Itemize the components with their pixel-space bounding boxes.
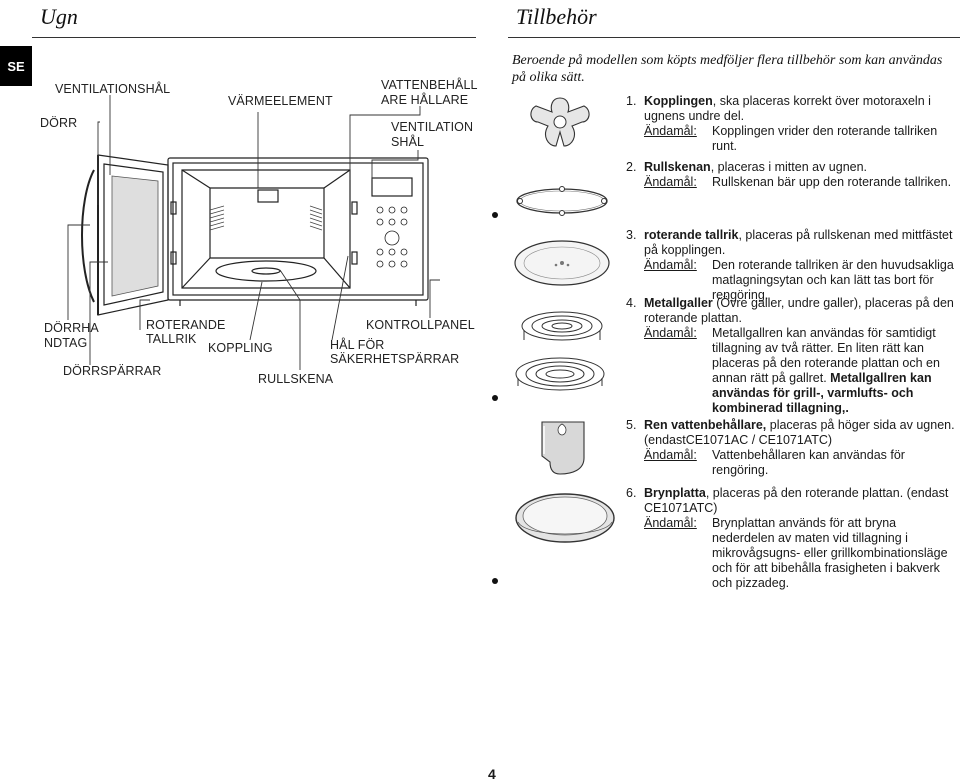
accessory-item-4: 4. Metallgaller (Övre galler, undre gall… (626, 296, 956, 416)
label-ventilation-holes: VENTILATIONSHÅL (55, 82, 171, 96)
label-turntable-2: TALLRIK (146, 332, 197, 346)
metal-rack-image (515, 311, 605, 391)
item-number: 1. (626, 94, 637, 108)
bullet-dot (492, 395, 498, 401)
item-purpose: Den roterande tallriken är den huvudsakl… (712, 258, 954, 302)
header-left: Ugn (32, 0, 476, 38)
accessories-intro: Beroende på modellen som köpts medföljer… (512, 53, 943, 85)
page-number: 4 (488, 766, 496, 782)
item-desc: (Övre galler, undre galler), placeras på… (644, 296, 954, 325)
label-door-latches: DÖRRSPÄRRAR (63, 364, 162, 378)
item-number: 4. (626, 296, 637, 310)
item-purpose: Rullskenan bär upp den roterande tallrik… (712, 175, 952, 189)
accessory-item-2: 2. Rullskenan, placeras i mitten av ugne… (626, 160, 956, 190)
item-number: 5. (626, 418, 637, 432)
item-desc: , placeras på rullskenan med mittfästet … (644, 228, 953, 257)
bullet-dot (492, 578, 498, 584)
oven-leader-lines (67, 95, 440, 370)
item-name: roterande tallrik (644, 228, 739, 242)
bullet-dot (492, 212, 498, 218)
accessory-item-5: 5. Ren vattenbehållare, placeras på höge… (626, 418, 956, 478)
purpose-key: Ändamål: (644, 124, 697, 138)
label-door-handle-1: DÖRRHA (44, 321, 99, 335)
item-desc: , placeras i mitten av ugnen. (710, 160, 868, 174)
purpose-key: Ändamål: (644, 326, 697, 340)
roller-ring-image (516, 186, 608, 216)
label-safety-holes-1: HÅL FÖR (330, 338, 385, 352)
item-number: 2. (626, 160, 637, 174)
item-number: 6. (626, 486, 637, 500)
accessory-item-3: 3. roterande tallrik, placeras på rullsk… (626, 228, 956, 303)
purpose-key: Ändamål: (644, 516, 697, 530)
item-name: Brynplatta (644, 486, 706, 500)
item-name: Rullskenan (644, 160, 711, 174)
item-number: 3. (626, 228, 637, 242)
purpose-key: Ändamål: (644, 448, 697, 462)
item-desc: , ska placeras korrekt över motoraxeln i… (644, 94, 931, 123)
item-purpose: Kopplingen vrider den roterande tallrike… (712, 124, 938, 153)
accessory-item-1: 1. Kopplingen, ska placeras korrekt över… (626, 94, 956, 154)
label-control-panel: KONTROLLPANEL (366, 318, 475, 332)
turntable-image (514, 240, 610, 286)
label-coupling: KOPPLING (208, 341, 273, 355)
item-name: Ren vattenbehållare, (644, 418, 767, 432)
water-container-image (541, 421, 585, 475)
label-ventilation-right-1: VENTILATION (391, 120, 474, 134)
label-ventilation-right-2: SHÅL (391, 135, 425, 149)
item-purpose: Brynplattan används för att bryna nederd… (712, 516, 948, 590)
item-purpose: Vattenbehållaren kan användas för rengör… (712, 448, 905, 477)
language-tab: SE (0, 46, 32, 86)
accessory-item-6: 6. Brynplatta, placeras på den roterande… (626, 486, 956, 591)
header-right: Tillbehör (508, 0, 960, 38)
section-title-accessories: Tillbehör (516, 4, 597, 29)
item-name: Metallgaller (644, 296, 713, 310)
item-desc: placeras på höger sida av ugnen. (endast… (644, 418, 955, 447)
label-door: DÖRR (40, 116, 78, 130)
crusty-plate-image (515, 493, 615, 543)
column-divider (494, 40, 495, 783)
purpose-key: Ändamål: (644, 175, 697, 189)
item-purpose: Metallgallren kan användas för samtidigt… (712, 326, 940, 385)
label-door-handle-2: NDTAG (44, 336, 88, 350)
label-water-holder-2: ARE HÅLLARE (381, 93, 469, 107)
item-purpose-bold: Metallgallren kan användas för grill-, v… (712, 371, 932, 415)
label-heating-element: VÄRMEELEMENT (228, 94, 333, 108)
label-safety-holes-2: SÄKERHETSPÄRRAR (330, 352, 460, 366)
coupling-image (530, 97, 590, 147)
section-title-oven: Ugn (40, 4, 78, 29)
item-name: Kopplingen (644, 94, 713, 108)
label-roller-ring: RULLSKENA (258, 372, 334, 386)
label-turntable-1: ROTERANDE (146, 318, 226, 332)
label-water-holder-1: VATTENBEHÅLL (381, 78, 478, 92)
item-desc: , placeras på den roterande plattan. (en… (644, 486, 949, 515)
purpose-key: Ändamål: (644, 258, 697, 272)
